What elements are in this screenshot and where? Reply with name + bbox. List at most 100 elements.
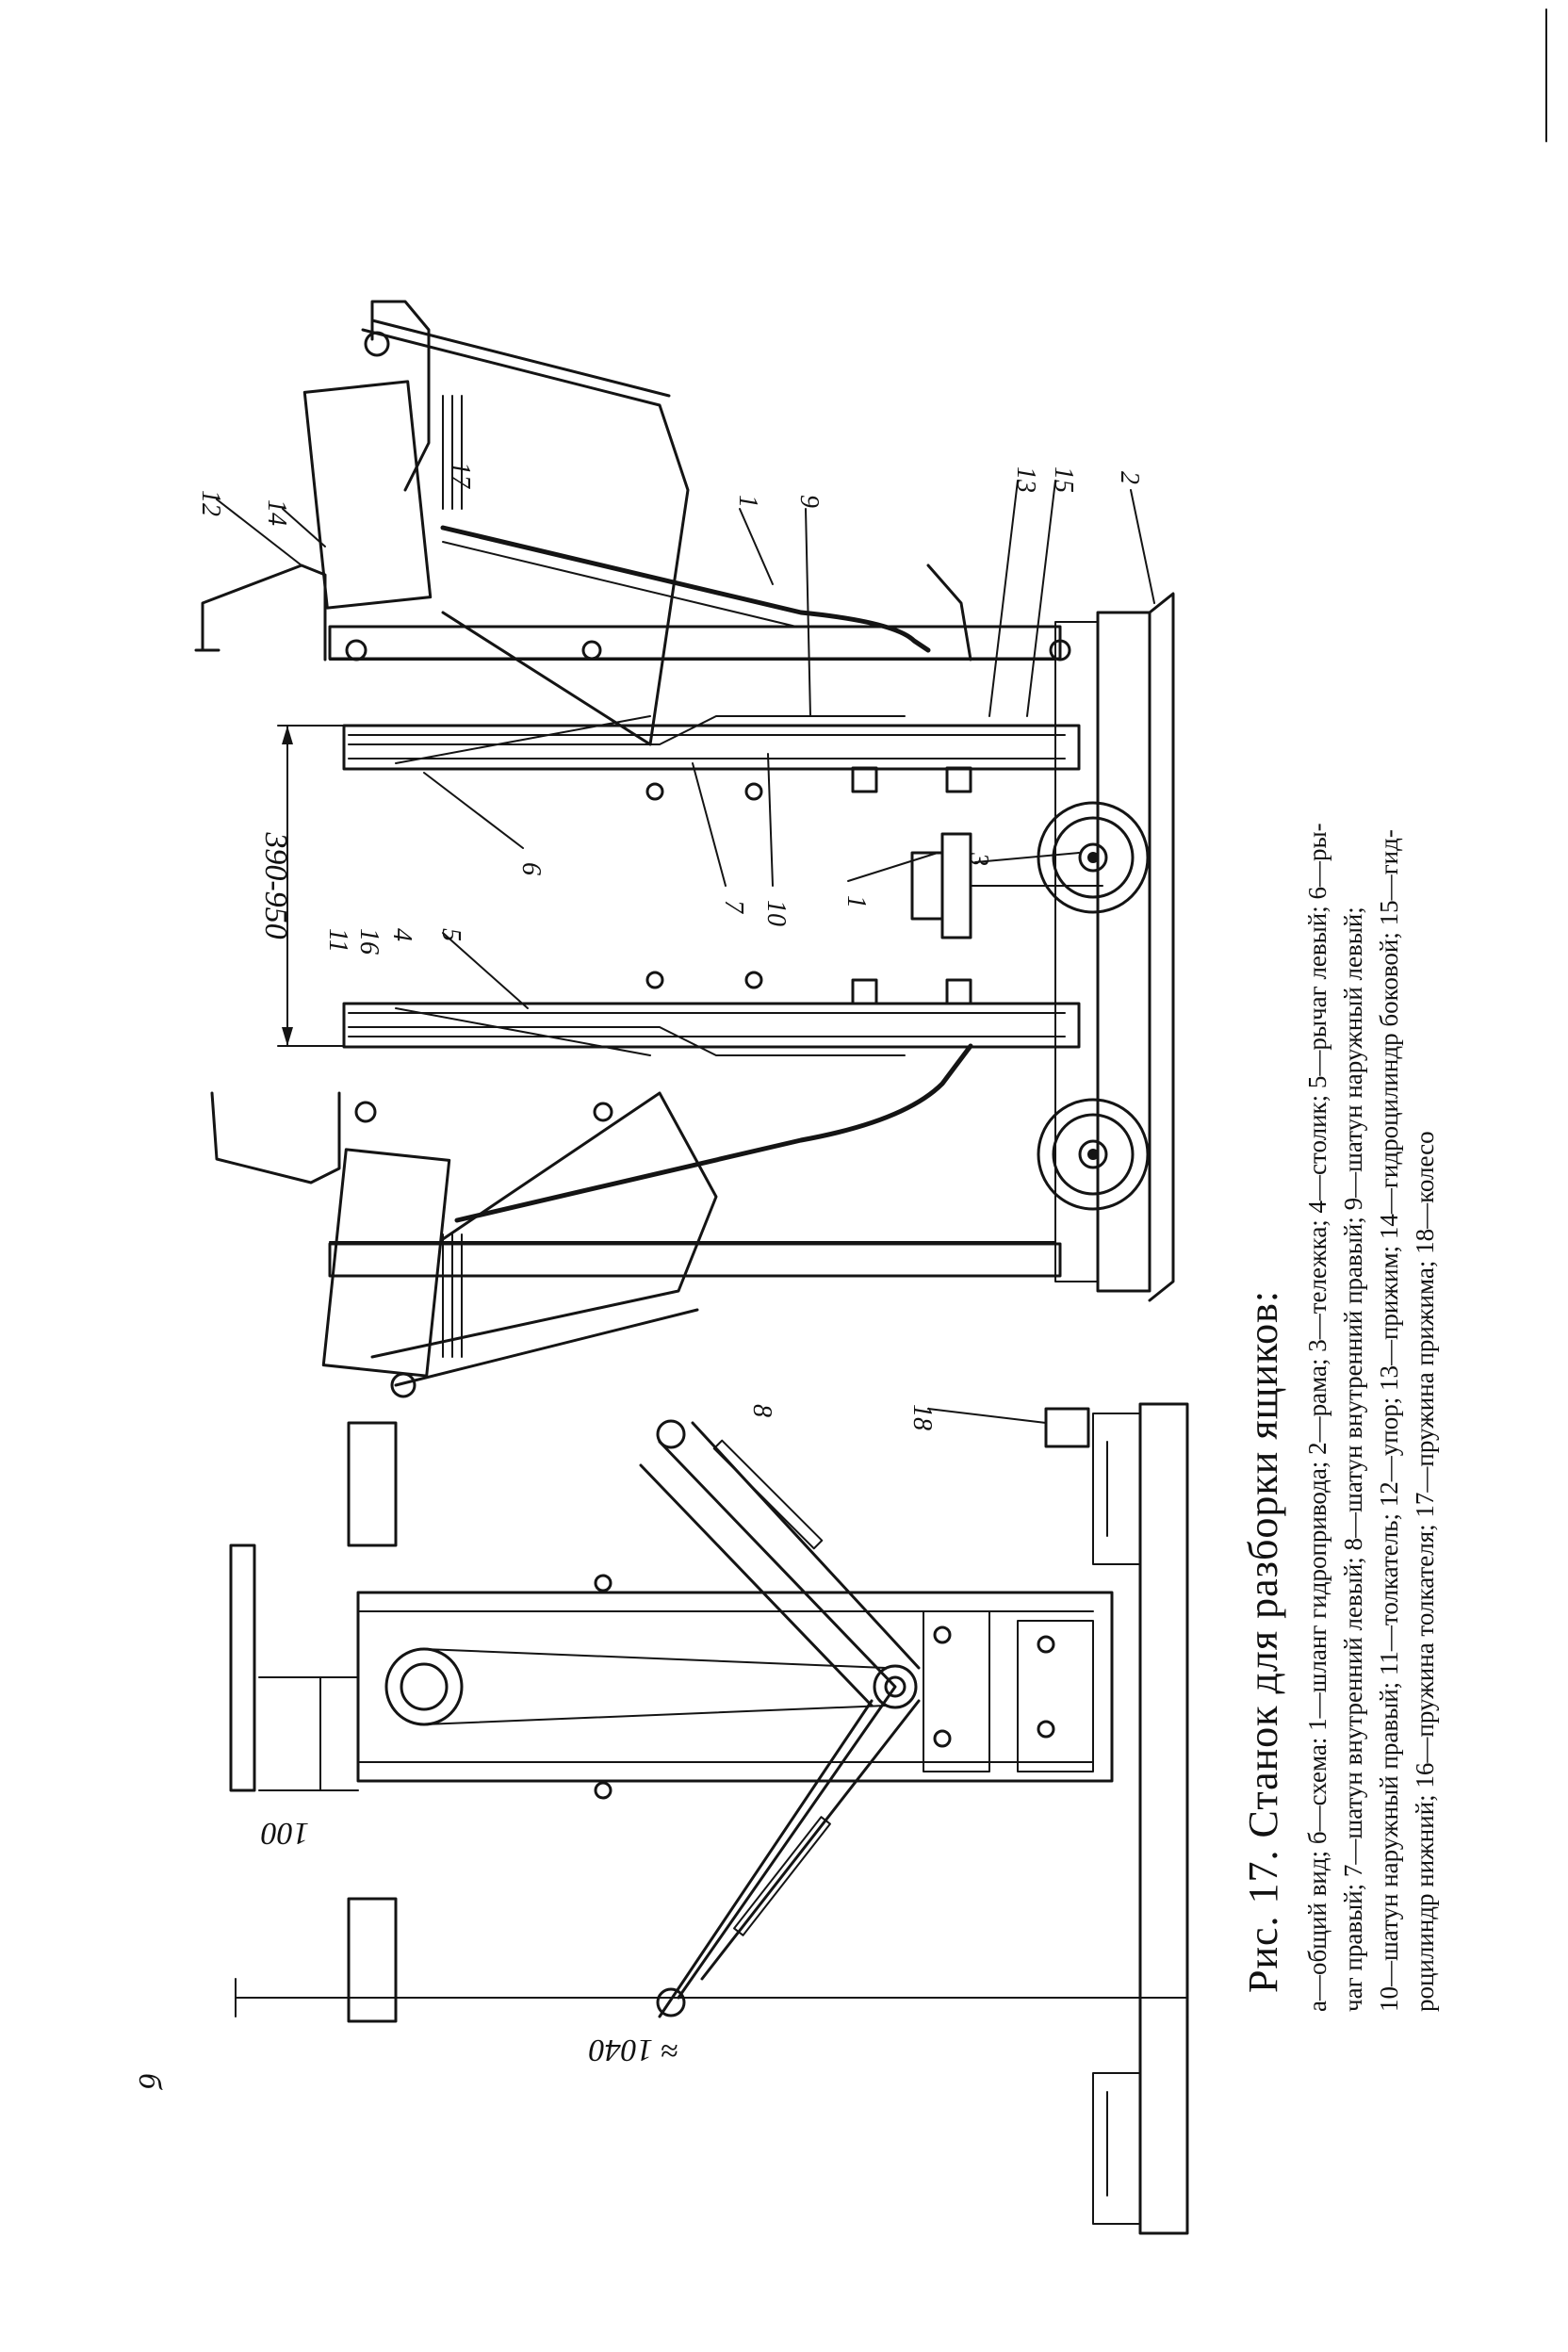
lever-edge-left [394,1308,699,1387]
table-4 [348,734,1066,760]
dim-arrow [282,1027,293,1046]
callout-7: 7 [719,900,748,914]
callouts-view-a: 12 14 17 1 9 13 15 2 6 7 10 1 3 11 16 4 … [196,462,1155,1009]
pivot-joint [364,331,390,357]
spring-17-left [442,1233,463,1358]
view-b-schematic: 100 ≈ 1040 8 18 [229,1402,1189,2235]
pusher-11-left [342,1002,1081,1049]
callout-1-top: 1 [733,495,762,508]
caption-line-1: а—общий вид; б—схема: 1—шланг гидроприво… [1303,823,1331,2012]
dimension-100: 100 [261,1816,309,1851]
callout-16: 16 [354,928,384,955]
callout-4: 4 [387,928,416,941]
callout-14: 14 [262,499,291,526]
pivot-joint [390,1372,416,1398]
pivot-joint [345,639,368,662]
caption-line-4: роцилиндр нижний; 16—пружина толкателя; … [1411,1131,1439,2012]
pivot-joint [593,1102,613,1122]
column-body [356,1591,1114,1783]
side-plate-right [347,1421,398,1547]
caption-title: Рис. 17. Станок для разборки ящиков: [1240,1290,1286,1993]
lever-arm-left [370,1091,718,1359]
side-plate-left [347,1897,398,2023]
caption-line-2: чаг правый; 7—шатун внутренний левый; 8—… [1339,906,1367,2012]
hydraulic-hose-inner [442,541,797,628]
dim-arrow [282,726,293,744]
pivot-joint [354,1101,377,1123]
pivot-joint [1049,639,1071,662]
leader-line [805,508,811,717]
side-hydraulic-cylinder-14 [302,380,433,610]
figure-caption: Рис. 17. Станок для разборки ящиков: а—о… [1240,823,1439,2012]
spring-17 [442,395,463,510]
callout-15: 15 [1049,466,1078,493]
wheel-18 [1044,1407,1090,1448]
callout-2: 2 [1115,471,1144,484]
dimension-overall-width: ≈ 1040 [589,2033,678,2067]
callout-5: 5 [436,928,466,941]
leader-line [767,753,774,887]
upper-pivot [656,1419,686,1449]
slot [712,1439,824,1550]
leader-line [1130,489,1155,604]
column-block [1017,1620,1094,1772]
belt [423,1648,887,1725]
callout-3: 3 [964,852,993,866]
base-foot [1092,1413,1141,1565]
callout-6: 6 [516,862,546,875]
callout-12: 12 [196,490,225,516]
slot [733,1816,831,1936]
leader-line [442,932,529,1009]
leader-line [216,498,302,566]
side-cylinder-left-top [370,300,431,492]
frame-upper-beam [328,625,1062,661]
cylinder-rod [910,851,944,921]
center-pivot-inner [884,1675,906,1698]
center-pivot [873,1664,918,1709]
caption-line-3: 10—шатун наружный правый; 11—толкатель; … [1375,829,1403,2012]
frame-base-rail [1096,611,1152,1293]
frame-lower-beam [328,1242,1062,1278]
bolts [645,766,972,1005]
pulley [384,1647,464,1726]
base-plate [1138,1402,1189,2235]
hose-fitting [926,564,972,662]
wheel-3-right [1037,801,1150,914]
column-bolts [594,1574,1055,1800]
stop-12 [201,564,327,662]
leader-line [692,762,727,887]
stop-left [210,1091,341,1184]
pusher-11-right [342,724,1081,771]
bottom-cylinder-15 [940,832,972,939]
lever-arm-right [361,328,690,746]
leader-line [974,852,1080,863]
lever-5-line [395,1007,651,1056]
leader-line [1026,480,1056,717]
view-a-general-view: 390-950 [194,300,1175,1398]
wheel-3-left [1037,1098,1150,1211]
dimension-opening-range: 390-950 [258,831,293,939]
view-b-label: б [132,2073,167,2091]
callout-10: 10 [761,900,791,926]
pivot-joint [581,640,602,661]
callout-13: 13 [1011,466,1040,493]
pulley-hub [400,1662,449,1711]
leader-line [927,1408,1047,1424]
trolley-body [1054,621,1099,1282]
hydraulic-hose-left [454,1043,973,1223]
table-4-left [348,1012,1066,1037]
lever-edge [370,318,671,398]
leader-line [282,508,326,547]
column-block [923,1610,990,1772]
lower-pivot [656,1987,686,2017]
base-flange [1148,592,1175,1302]
leader-line [988,480,1019,717]
leader-line [739,508,774,585]
side-hydraulic-cylinder-left [321,1148,451,1378]
top-plate [229,1544,256,1792]
callout-8: 8 [747,1404,776,1417]
hydraulic-hose-1 [440,525,931,653]
callout-9: 9 [794,495,824,508]
